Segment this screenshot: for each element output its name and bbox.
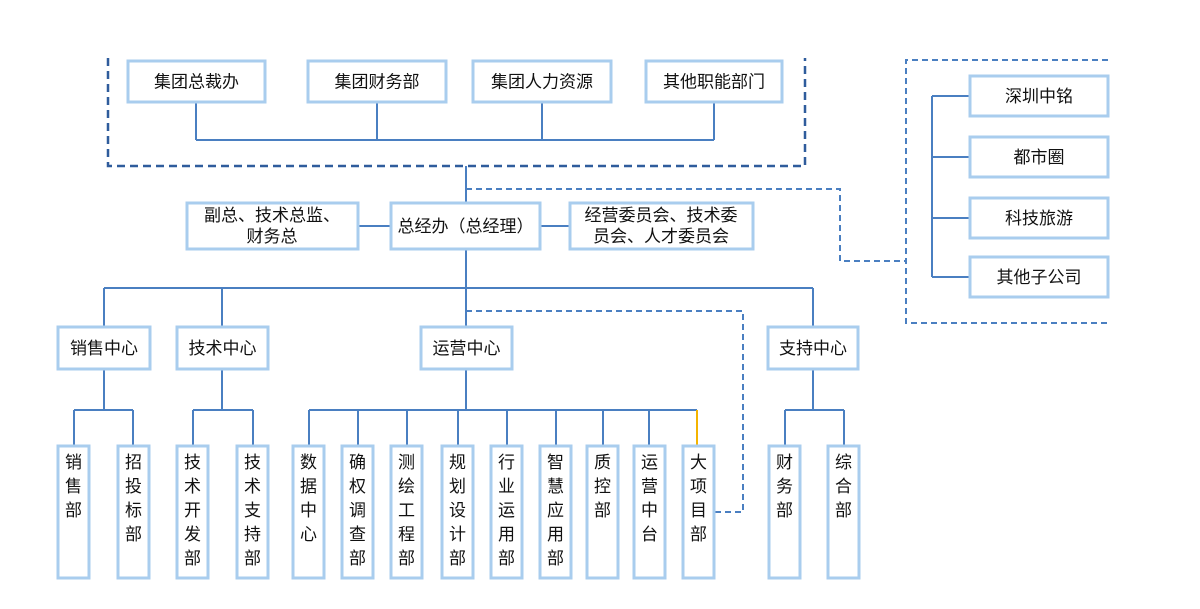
operations-center-dept-2-box <box>389 444 424 580</box>
subsidiary-0-label: 深圳中铭 <box>1005 87 1073 107</box>
operations-center-dept-7-label: 运营中台 <box>641 453 658 545</box>
operations-center-dept-6-label: 质控部 <box>594 453 611 521</box>
operations-center-dept-5-label: 智慧应用部 <box>547 453 564 569</box>
operations-center-dept-7-box <box>632 444 667 580</box>
operations-center-dept-4-box <box>489 444 524 580</box>
subsidiary-2-label: 科技旅游 <box>1005 209 1073 229</box>
committees-label-line-1: 员会、人才委员会 <box>593 227 729 247</box>
group-function-2-label: 集团人力资源 <box>491 73 593 93</box>
subsidiary-1-label: 都市圈 <box>1014 148 1065 168</box>
group-functions-connector <box>195 103 715 141</box>
operations-center-dept-1-label: 确权调查部 <box>349 453 366 569</box>
deputies-label-line-0: 副总、技术总监、 <box>204 206 340 226</box>
group-function-0-box <box>126 59 267 104</box>
support-center-dept-0-box <box>767 444 802 580</box>
group-function-0-label: 集团总裁办 <box>154 73 239 93</box>
support-center-dept-0-label: 财务部 <box>776 453 793 521</box>
group-function-3-label: 其他职能部门 <box>663 73 765 93</box>
tech-center-box <box>175 325 270 371</box>
group-function-2-box <box>471 59 613 104</box>
general-manager-office-box <box>389 201 542 251</box>
support-center-box <box>766 325 860 371</box>
operations-center-dept-6-box <box>585 444 620 580</box>
sales-center-dept-0-label: 销售部 <box>65 453 82 521</box>
group-functions-dashed-frame <box>106 58 807 168</box>
sales-center-dept-1-box <box>116 444 151 580</box>
operations-center-box <box>419 325 514 371</box>
subsidiaries-dashed-frame <box>905 59 1108 324</box>
operations-center-dept-5-box <box>538 444 573 580</box>
sales-center-label: 销售中心 <box>70 339 138 359</box>
tech-center-dept-0-label: 技术开发部 <box>184 453 201 569</box>
sales-center-dept-1-label: 招投标部 <box>125 453 142 545</box>
sales-center-connector <box>73 369 134 445</box>
operations-to-major-projects-dashed-link <box>466 310 744 513</box>
support-center-dept-1-box <box>826 444 861 580</box>
tech-center-dept-1-box <box>235 444 270 580</box>
sales-center-box <box>56 325 152 371</box>
general-manager-office-label: 总经办（总经理） <box>398 217 534 237</box>
tech-center-dept-1-label: 技术支持部 <box>244 453 261 569</box>
deputies-box <box>185 201 360 251</box>
subsidiary-2-box <box>968 196 1110 240</box>
support-center-dept-1-label: 综合部 <box>835 453 852 521</box>
committees-label-line-0: 经营委员会、技术委 <box>585 206 738 226</box>
operations-center-dept-2-label: 测绘工程部 <box>398 453 415 569</box>
subsidiary-1-box <box>968 135 1110 179</box>
committees-box <box>568 201 755 251</box>
group-function-1-label: 集团财务部 <box>335 73 420 93</box>
subsidiary-0-box <box>968 74 1110 118</box>
operations-center-label: 运营中心 <box>433 339 501 359</box>
deputies-label-line-1: 财务总 <box>247 227 298 247</box>
group-function-1-box <box>306 59 448 104</box>
tech-center-connector <box>192 369 254 445</box>
tech-center-label: 技术中心 <box>189 339 257 359</box>
executive-to-centers-connector <box>103 250 814 326</box>
operations-center-dept-3-box <box>440 444 475 580</box>
operations-center-dept-3-label: 规划设计部 <box>449 453 466 569</box>
group-function-3-box <box>644 59 784 104</box>
operations-center-dept-8-label: 大项目部 <box>690 453 707 545</box>
subsidiaries-connector <box>931 95 970 278</box>
executive-to-subsidiaries-dashed-link <box>466 188 906 262</box>
tech-center-dept-0-box <box>175 444 210 580</box>
operations-center-connector <box>308 369 697 445</box>
support-center-label: 支持中心 <box>779 339 847 359</box>
operations-center-dept-0-label: 数据中心 <box>300 453 317 545</box>
subsidiary-3-label: 其他子公司 <box>997 268 1082 288</box>
operations-center-dept-4-label: 行业运用部 <box>498 453 515 569</box>
operations-center-dept-1-box <box>340 444 375 580</box>
operations-center-dept-0-box <box>291 444 326 580</box>
operations-center-dept-8-box <box>681 444 716 580</box>
sales-center-dept-0-box <box>56 444 91 580</box>
subsidiary-3-box <box>968 255 1110 299</box>
support-center-connector <box>784 369 845 445</box>
